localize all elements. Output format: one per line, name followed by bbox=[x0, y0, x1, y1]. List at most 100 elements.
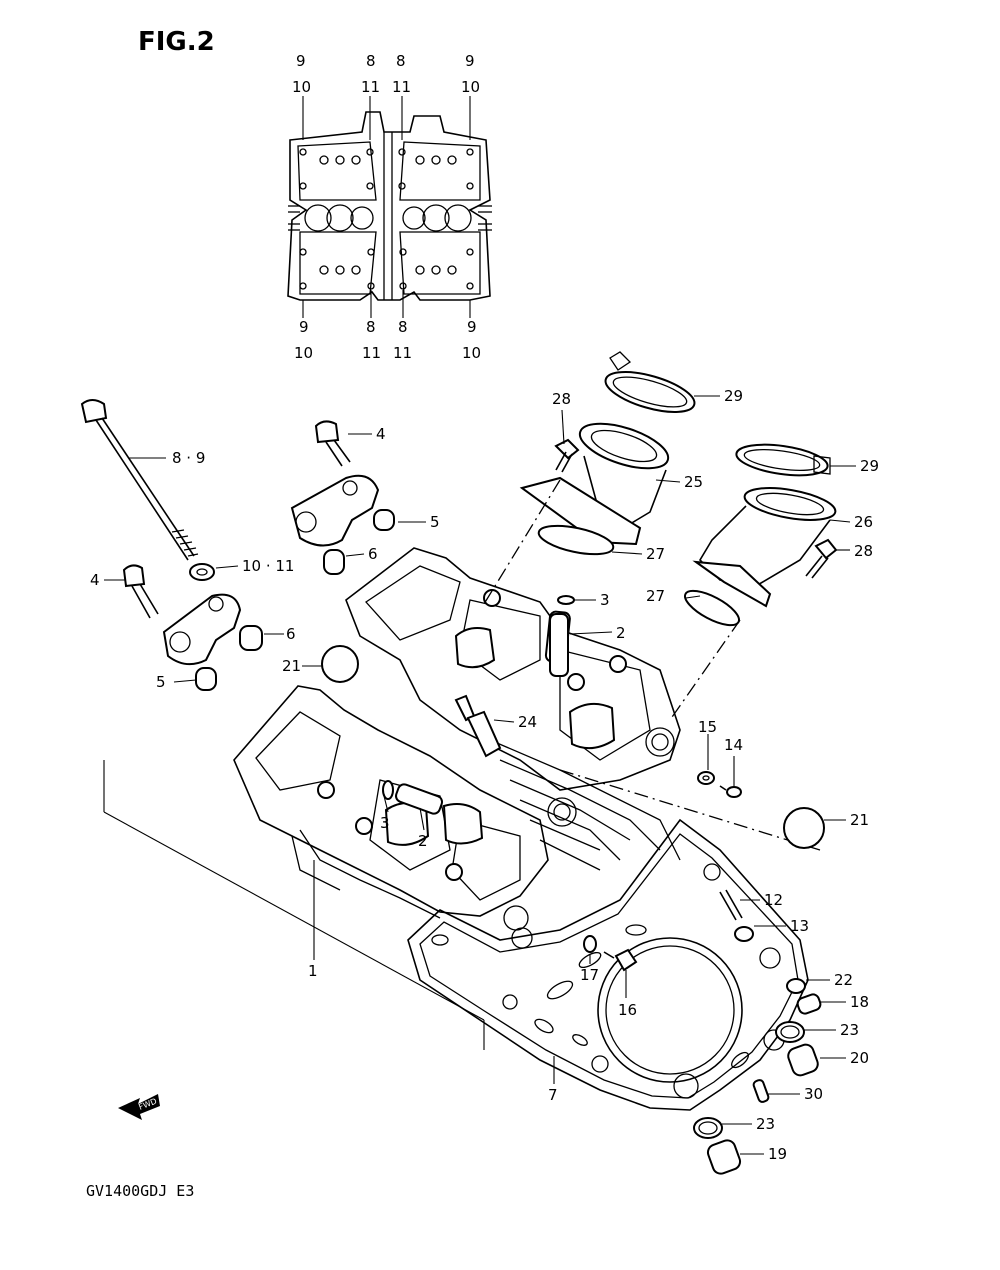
bolt-28-upper bbox=[554, 438, 580, 473]
rocker-arm-upper bbox=[290, 474, 380, 547]
callout-18: 18 bbox=[850, 993, 869, 1011]
circlip-3-front bbox=[382, 780, 394, 800]
washer-17 bbox=[583, 935, 597, 953]
dowel-19 bbox=[706, 1139, 742, 1175]
bolt-4-upper bbox=[314, 420, 351, 467]
svg-text:11: 11 bbox=[392, 78, 411, 96]
callout-29-lower: 29 bbox=[860, 457, 879, 475]
callout-3-front: 3 bbox=[380, 814, 390, 832]
svg-text:9: 9 bbox=[465, 52, 475, 70]
callout-19: 19 bbox=[768, 1145, 787, 1163]
long-head-bolt bbox=[80, 399, 199, 561]
callout-1: 1 bbox=[308, 962, 318, 980]
valve-guide-2-front bbox=[394, 783, 444, 815]
top-view-head: 9 10 8 11 8 11 9 10 9 10 8 11 bbox=[287, 52, 492, 362]
intake-pipe-26 bbox=[692, 487, 837, 608]
callout-7: 7 bbox=[548, 1086, 558, 1104]
intake-pipe-25 bbox=[519, 422, 670, 546]
dowel-5-left bbox=[195, 667, 217, 691]
head-bracket-1 bbox=[103, 760, 485, 1050]
model-code: GV1400GDJ E3 bbox=[86, 1182, 194, 1200]
callout-23-lower: 23 bbox=[756, 1115, 775, 1133]
svg-text:8: 8 bbox=[396, 52, 406, 70]
callout-16: 16 bbox=[618, 1001, 637, 1019]
cylinder-head-front bbox=[233, 685, 549, 919]
bolt-14 bbox=[719, 785, 742, 798]
plug-cap-21-left bbox=[321, 645, 359, 683]
callout-30: 30 bbox=[804, 1085, 823, 1103]
pin-30 bbox=[752, 1079, 770, 1103]
callout-23-upper: 23 bbox=[840, 1021, 859, 1039]
callout-29-upper: 29 bbox=[724, 387, 743, 405]
callout-10-11: 10 · 11 bbox=[242, 557, 294, 575]
centerline-intake-upper bbox=[483, 479, 561, 605]
top-view-label-tmr: 8 11 bbox=[392, 52, 411, 140]
plug-cap-21-right bbox=[783, 807, 825, 849]
callout-24: 24 bbox=[518, 713, 537, 731]
callout-14: 14 bbox=[724, 736, 743, 754]
svg-text:10: 10 bbox=[461, 78, 480, 96]
callout-21-right: 21 bbox=[850, 811, 869, 829]
valve-guide-2-rear bbox=[549, 613, 569, 677]
centerline-intake-lower bbox=[669, 619, 741, 721]
clamp-29-upper bbox=[604, 351, 696, 413]
callout-17: 17 bbox=[580, 966, 599, 984]
o-ring-23-lower bbox=[693, 1117, 723, 1139]
top-view-label-bmr: 8 11 bbox=[393, 290, 412, 362]
svg-text:10: 10 bbox=[294, 344, 313, 362]
callout-28-lower: 28 bbox=[854, 542, 873, 560]
callout-20: 20 bbox=[850, 1049, 869, 1067]
figure-title: FIG.2 bbox=[138, 27, 215, 57]
svg-text:9: 9 bbox=[299, 318, 309, 336]
callout-8-9: 8 · 9 bbox=[172, 449, 205, 467]
stud-12 bbox=[719, 889, 743, 921]
callout-labels: 29 28 25 29 26 28 27 27 3 2 4 8 · 9 5 6 … bbox=[90, 387, 879, 1163]
fwd-arrow-icon: FWD bbox=[118, 1094, 160, 1120]
callout-2-front: 2 bbox=[418, 832, 428, 850]
callout-6-upper: 6 bbox=[368, 545, 378, 563]
svg-text:10: 10 bbox=[292, 78, 311, 96]
callout-26: 26 bbox=[854, 513, 873, 531]
leader-lines bbox=[104, 395, 856, 1155]
dowel-20 bbox=[787, 1043, 819, 1077]
bolt-4-left bbox=[122, 564, 159, 619]
callout-3-rear: 3 bbox=[600, 591, 610, 609]
top-view-label-bl: 9 10 bbox=[294, 300, 313, 362]
callout-4-upper: 4 bbox=[376, 425, 386, 443]
callout-6-left: 6 bbox=[286, 625, 296, 643]
svg-text:8: 8 bbox=[398, 318, 408, 336]
top-view-label-tr: 9 10 bbox=[461, 52, 480, 140]
svg-text:11: 11 bbox=[362, 344, 381, 362]
svg-text:8: 8 bbox=[366, 318, 376, 336]
dowel-6-upper bbox=[323, 549, 345, 575]
clamp-29-lower bbox=[735, 443, 831, 477]
callout-13: 13 bbox=[790, 917, 809, 935]
cylinder-head-rear bbox=[345, 547, 681, 791]
svg-text:8: 8 bbox=[366, 52, 376, 70]
o-ring-22 bbox=[786, 978, 806, 994]
circlip-3-rear bbox=[557, 595, 575, 605]
nut-13 bbox=[734, 926, 754, 942]
svg-text:11: 11 bbox=[393, 344, 412, 362]
callout-25: 25 bbox=[684, 473, 703, 491]
gasket-27-upper bbox=[537, 524, 615, 556]
svg-text:9: 9 bbox=[296, 52, 306, 70]
head-gasket-7 bbox=[407, 818, 809, 1111]
rocker-arm-left bbox=[162, 593, 242, 666]
dowel-6-left bbox=[239, 625, 263, 651]
callout-28-upper: 28 bbox=[552, 390, 571, 408]
callout-5-upper: 5 bbox=[430, 513, 440, 531]
top-view-label-tml: 8 11 bbox=[361, 52, 380, 140]
svg-text:9: 9 bbox=[467, 318, 477, 336]
svg-text:10: 10 bbox=[462, 344, 481, 362]
callout-4-left: 4 bbox=[90, 571, 100, 589]
gasket-27-lower bbox=[684, 589, 740, 627]
top-view-label-tl: 9 10 bbox=[292, 52, 311, 140]
cylinder-fins bbox=[489, 739, 681, 949]
dowel-18 bbox=[796, 993, 822, 1015]
washer-10-11 bbox=[189, 563, 215, 581]
fitting-15 bbox=[697, 771, 715, 785]
callout-12: 12 bbox=[764, 891, 783, 909]
top-view-label-br: 9 10 bbox=[462, 300, 481, 362]
